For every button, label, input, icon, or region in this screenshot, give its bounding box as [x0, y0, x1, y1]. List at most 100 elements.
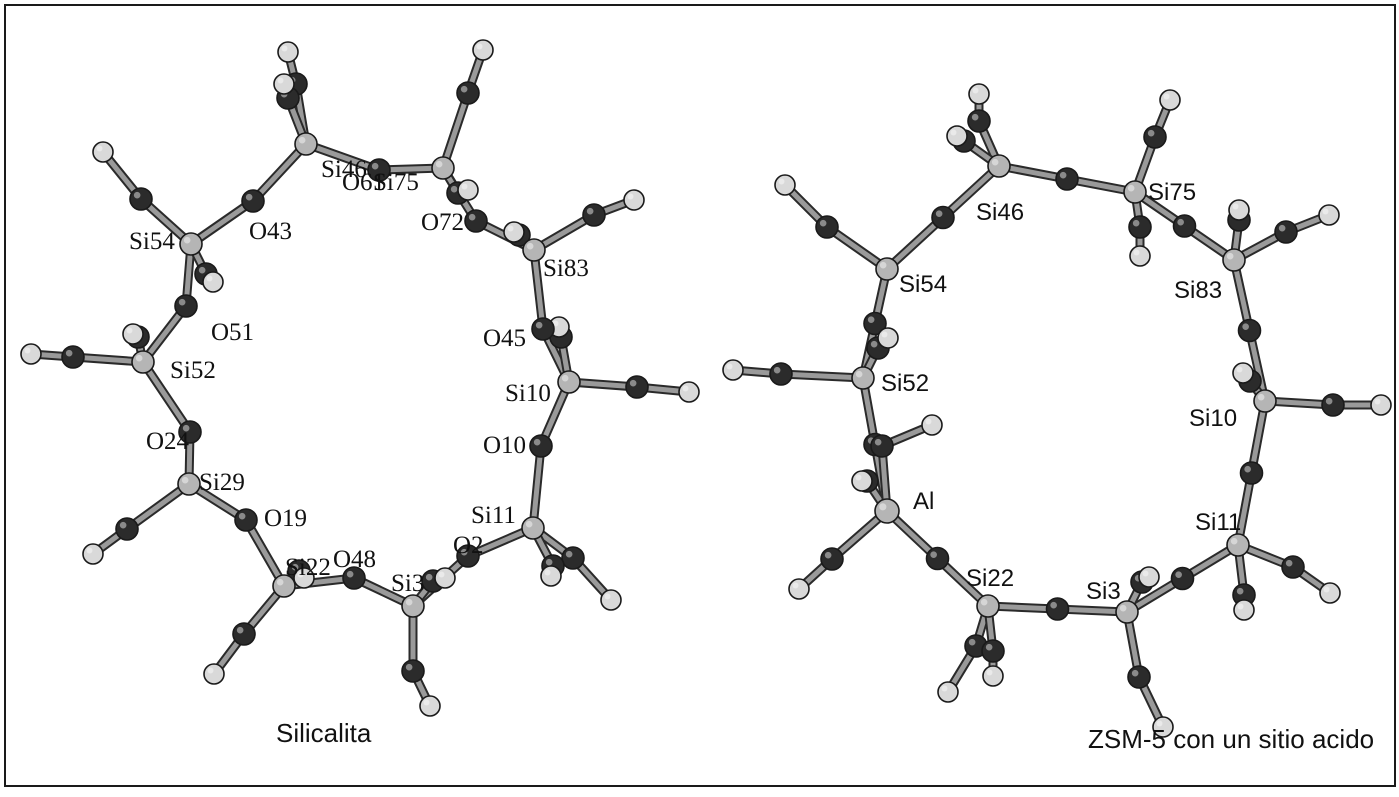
- hydrogen-atom: [982, 665, 1004, 687]
- atom-si46: [294, 132, 318, 156]
- terminal-oxygen-atom-highlight: [874, 438, 882, 446]
- hydrogen-atom-highlight: [1322, 208, 1329, 215]
- hydrogen-atom-highlight: [207, 667, 214, 674]
- terminal-oxygen-atom: [1128, 215, 1152, 239]
- hydrogen-atom-highlight: [86, 547, 93, 554]
- atom-o2: [456, 544, 480, 568]
- atom-label-si3: Si3: [1086, 578, 1121, 605]
- hydrogen-atom-highlight: [1156, 720, 1163, 727]
- bridge-oxygen-atom: [1045, 597, 1070, 621]
- terminal-oxygen-atom-highlight: [545, 558, 553, 566]
- bridge-oxygen-atom-highlight: [1059, 171, 1067, 179]
- bridge-oxygen-atom-highlight: [1050, 601, 1057, 609]
- atom-label-o24: O24: [146, 428, 190, 455]
- terminal-oxygen-atom: [625, 375, 649, 399]
- atom-o61: [367, 158, 391, 182]
- hydrogen-atom: [1318, 204, 1340, 226]
- bridge-oxygen-atom: [931, 205, 955, 230]
- atom-si10: [1253, 389, 1277, 413]
- hydrogen-atom-highlight: [277, 77, 284, 84]
- bridge-oxygen-atom-highlight: [1175, 571, 1182, 578]
- hydrogen-atom: [937, 681, 959, 703]
- terminal-oxygen-atom: [815, 215, 839, 239]
- hydrogen-atom: [1152, 716, 1174, 738]
- atom-label-si75: Si75: [373, 169, 419, 196]
- atom-si52-highlight: [135, 354, 143, 362]
- bridge-oxygen-atom: [863, 311, 887, 336]
- atom-label-si52: Si52: [881, 370, 929, 397]
- atom-si11: [521, 516, 545, 540]
- atom-si29: [177, 472, 201, 496]
- atom-al-highlight: [879, 503, 887, 511]
- hydrogen-atom-highlight: [925, 418, 932, 425]
- atom-label-o45: O45: [483, 325, 526, 352]
- atom-si54: [875, 257, 899, 281]
- atom-o51: [174, 294, 198, 318]
- hydrogen-atom: [419, 695, 441, 717]
- atom-si10-highlight: [1257, 393, 1265, 401]
- terminal-oxygen-atom: [981, 639, 1005, 663]
- terminal-oxygen-atom-highlight: [1147, 129, 1155, 137]
- hydrogen-atom-highlight: [297, 571, 304, 578]
- terminal-oxygen-atom-highlight: [291, 563, 299, 571]
- terminal-oxygen-atom-highlight: [565, 550, 573, 558]
- hydrogen-atom-highlight: [1142, 570, 1149, 577]
- terminal-oxygen-atom: [582, 203, 606, 227]
- hydrogen-atom: [877, 327, 899, 349]
- atom-label-si46: Si46: [976, 199, 1024, 226]
- ring-bond: [186, 196, 258, 249]
- hydrogen-atom: [600, 589, 622, 611]
- hydrogen-atom-highlight: [726, 363, 733, 370]
- hydrogen-atom-highlight: [881, 331, 888, 338]
- hydrogen-atom: [1233, 599, 1255, 621]
- hydrogen-atom-highlight: [941, 685, 948, 692]
- hydrogen-atom: [1232, 362, 1254, 384]
- atom-label-o2: O2: [453, 532, 484, 559]
- hydrogen-atom: [540, 565, 562, 587]
- hydrogen-atom-highlight: [476, 43, 483, 50]
- atom-si11: [1226, 533, 1250, 557]
- atom-o45: [531, 317, 555, 341]
- ring-bond: [301, 139, 384, 175]
- hydrogen-atom: [1159, 89, 1181, 111]
- ring-bond: [138, 357, 195, 437]
- hydrogen-atom-highlight: [1374, 398, 1381, 405]
- terminal-oxygen-atom: [820, 547, 844, 571]
- hydrogen-atom: [202, 271, 224, 293]
- hydrogen-atom: [1228, 199, 1250, 221]
- bridge-oxygen-atom: [1170, 566, 1195, 591]
- atom-o48-highlight: [346, 570, 354, 578]
- hydrogen-atom: [277, 41, 299, 63]
- bridge-oxygen-atom-highlight: [867, 316, 875, 323]
- atom-o2-highlight: [460, 548, 468, 556]
- terminal-oxygen-atom-highlight: [460, 85, 468, 93]
- atom-label-si10: Si10: [1189, 405, 1237, 432]
- atom-label-o51: O51: [211, 319, 254, 346]
- bridge-oxygen-atom: [1172, 214, 1197, 238]
- atom-label-o48: O48: [333, 546, 376, 573]
- atom-label-si75: Si75: [1148, 179, 1196, 206]
- atom-si10-highlight: [561, 374, 569, 382]
- caption-silicalita: Silicalita: [276, 718, 372, 748]
- atom-si29-highlight: [181, 476, 189, 484]
- hydrogen-atom-highlight: [950, 129, 957, 136]
- bridge-oxygen-atom-highlight: [1244, 465, 1251, 473]
- atom-si83-highlight: [526, 242, 534, 250]
- ring-bond: [529, 245, 548, 334]
- hydrogen-atom: [1319, 582, 1341, 604]
- terminal-bond: [776, 369, 868, 383]
- terminal-oxygen-atom-highlight: [119, 521, 127, 529]
- terminal-bond: [122, 479, 194, 534]
- atom-label-si29: Si29: [199, 469, 245, 496]
- terminal-oxygen-atom: [1274, 220, 1298, 244]
- caption-zsm5: ZSM-5 con un sitio acido: [1088, 724, 1374, 754]
- bridge-oxygen-atom: [1239, 461, 1264, 485]
- terminal-oxygen-atom-highlight: [198, 266, 206, 274]
- bridge-oxygen-atom: [1237, 318, 1262, 343]
- terminal-oxygen-atom-highlight: [985, 643, 993, 651]
- atom-o10-highlight: [533, 438, 541, 446]
- atom-o10: [529, 434, 553, 458]
- hydrogen-atom: [203, 663, 225, 685]
